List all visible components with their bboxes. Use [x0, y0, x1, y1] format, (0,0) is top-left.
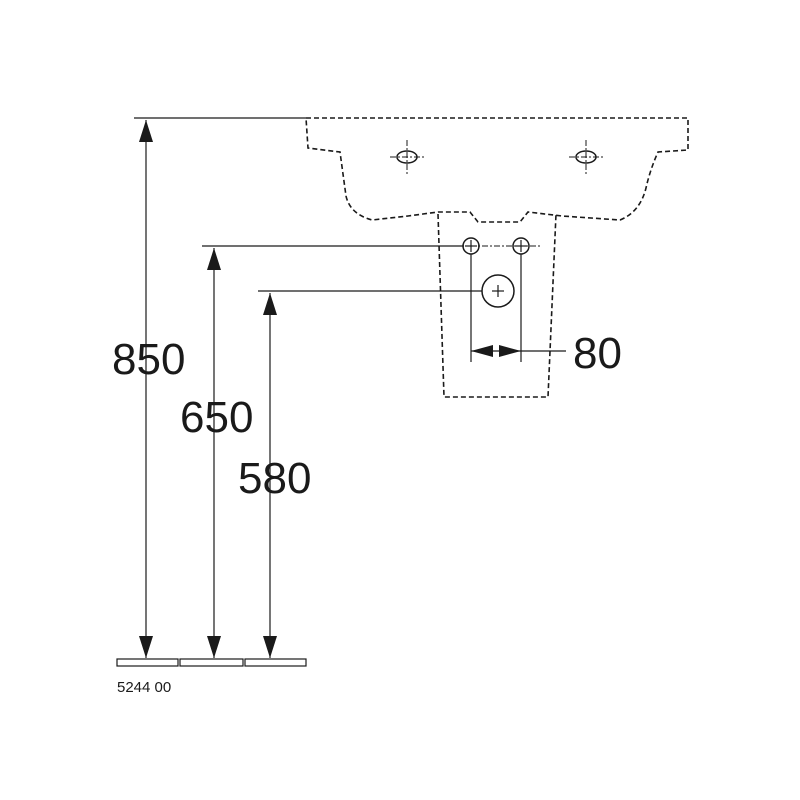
floor-slab-middle — [179, 658, 244, 667]
label-580: 580 — [238, 454, 311, 503]
label-850: 850 — [112, 335, 185, 384]
dimension-line-580 — [263, 293, 277, 658]
article-number: 5244 00 — [117, 679, 171, 696]
dimension-line-80 — [471, 345, 566, 357]
basin-outline — [305, 117, 689, 223]
label-80: 80 — [573, 329, 622, 378]
waste-outlet — [481, 274, 515, 308]
dimension-line-650 — [207, 248, 221, 658]
dimension-line-850 — [139, 120, 153, 658]
floor-slab-right — [244, 658, 307, 667]
tap-hole-left — [390, 140, 424, 176]
label-650: 650 — [180, 393, 253, 442]
pedestal-outline — [437, 213, 557, 398]
tap-hole-right — [569, 140, 603, 176]
floor-slab-left — [116, 658, 179, 667]
